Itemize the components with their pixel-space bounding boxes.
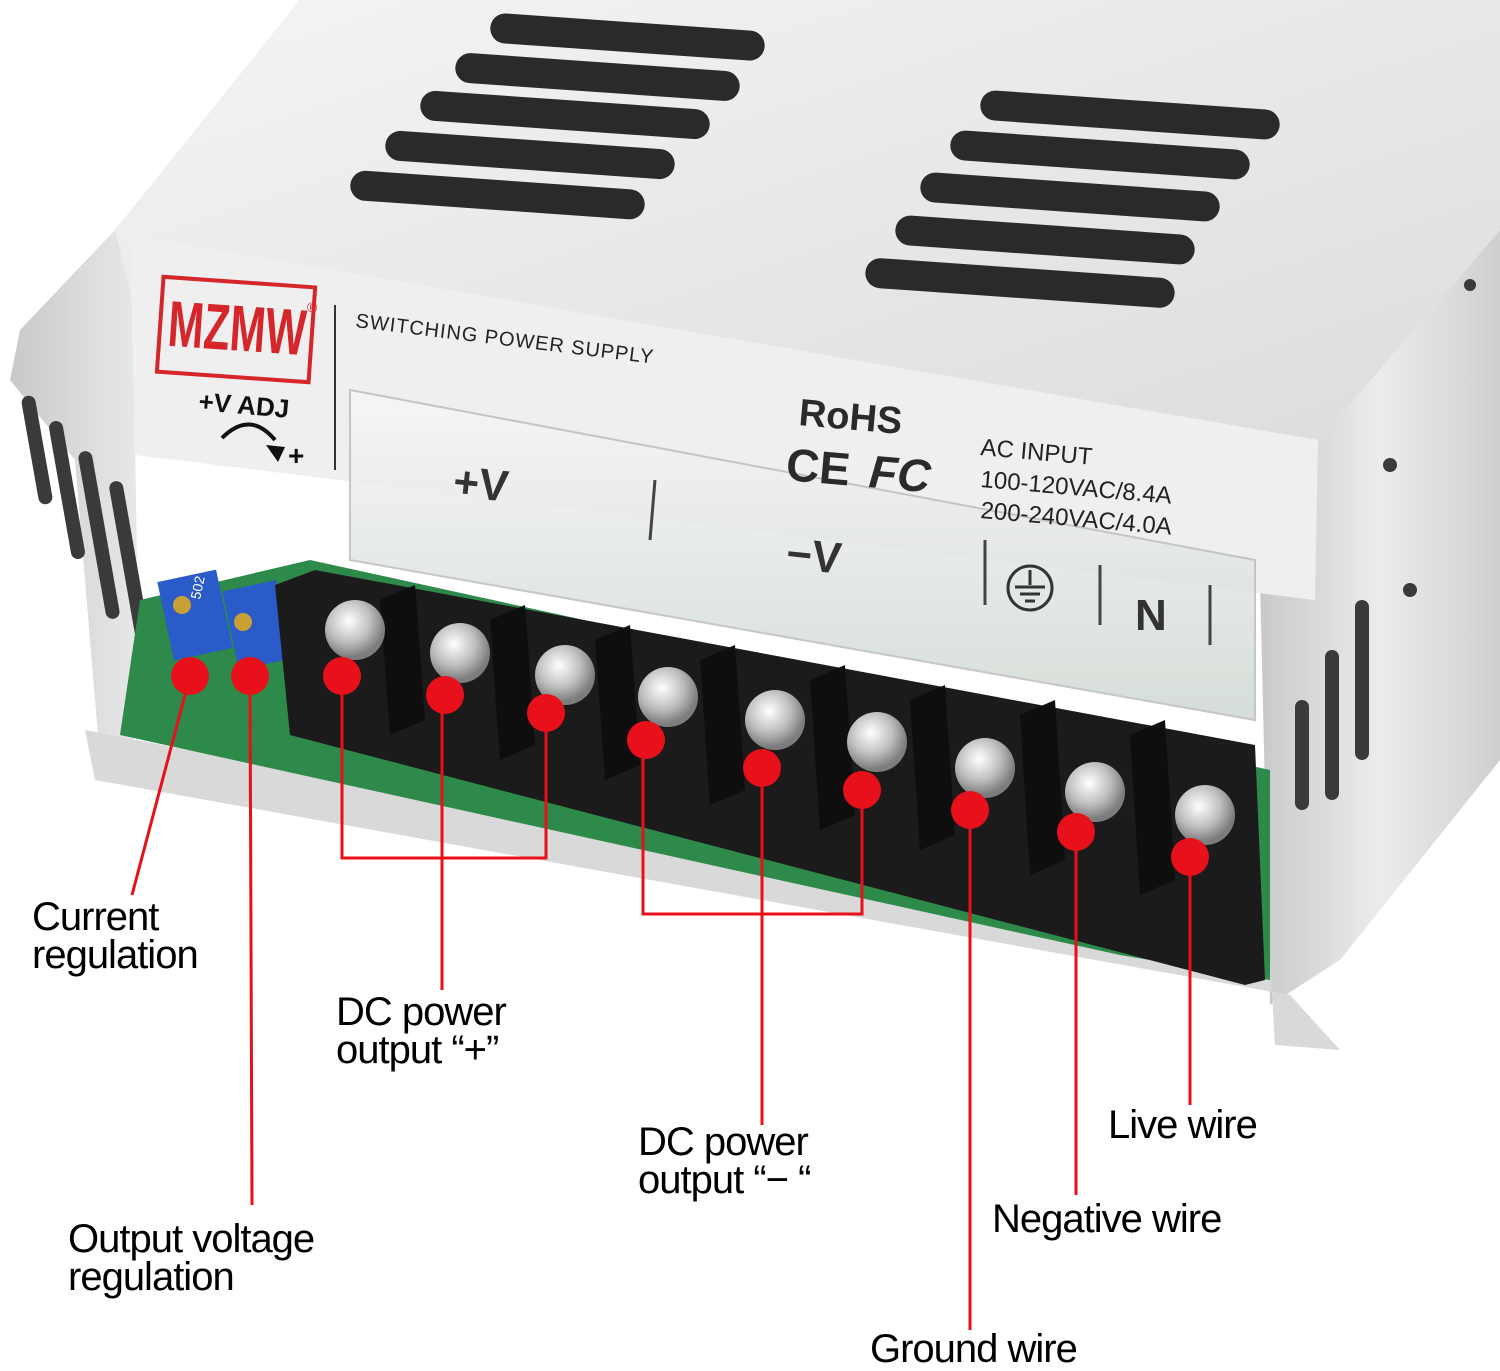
vent-slot — [865, 258, 1175, 308]
dot-plus-3 — [527, 694, 565, 732]
trimmer-voltage — [222, 580, 293, 670]
label-line: output “+” — [336, 1028, 499, 1072]
side-vent — [49, 420, 85, 560]
fcc-mark: FC — [867, 445, 933, 502]
label-line: regulation — [68, 1255, 235, 1299]
side-vents-right — [1295, 279, 1476, 810]
side-hole — [1403, 583, 1417, 597]
screw-8 — [1065, 762, 1125, 822]
callout-lines — [130, 675, 1192, 1330]
ground-symbol-icon — [1006, 564, 1054, 612]
label-current-regulation: Current regulation — [32, 895, 199, 977]
cover-divider — [648, 479, 657, 541]
dot-voltage — [231, 657, 269, 695]
label-negative-wire: Negative wire — [992, 1197, 1222, 1241]
label-output-voltage-regulation: Output voltage regulation — [68, 1217, 315, 1299]
screw-7 — [955, 738, 1015, 798]
trimmer-current-text: 502 — [187, 574, 208, 600]
rohs-mark: RoHS — [797, 392, 904, 443]
side-hole — [1383, 458, 1397, 472]
side-hole — [1464, 279, 1476, 291]
screw-3 — [535, 645, 595, 705]
adj-plus-sign: + — [288, 440, 304, 471]
screw-2 — [430, 623, 490, 683]
label-line: Ground wire — [870, 1327, 1078, 1371]
vent-slot — [385, 130, 675, 180]
vent-slot — [490, 13, 765, 61]
trimmer-screw — [173, 596, 191, 614]
side-vent — [109, 481, 149, 639]
trimmer-current: 502 — [157, 569, 233, 661]
dot-minus-2 — [743, 749, 781, 787]
trimmer-screw — [234, 613, 252, 631]
vent-slots-left — [350, 13, 765, 220]
dot-live — [1171, 838, 1209, 876]
vent-slot — [455, 53, 740, 101]
screw-5 — [745, 690, 805, 750]
screw-4 — [638, 667, 698, 727]
side-vent — [1325, 650, 1339, 800]
label-line: regulation — [32, 933, 199, 977]
brand-logo: MZMW ® — [154, 274, 318, 385]
label-line: Live wire — [1108, 1103, 1258, 1147]
dot-ground — [951, 791, 989, 829]
terminal-n-label: N — [1135, 591, 1167, 640]
dot-plus-1 — [323, 657, 361, 695]
side-vent — [1295, 700, 1309, 810]
label-live-wire: Live wire — [1108, 1103, 1258, 1147]
side-vent — [78, 451, 120, 619]
callout-bracket-minus — [641, 740, 864, 916]
label-line: Current — [32, 895, 159, 939]
adj-arrowhead-icon — [266, 445, 285, 462]
side-vent — [1355, 600, 1369, 760]
logo-box — [154, 274, 318, 385]
side-vents-left — [21, 395, 149, 639]
callout-line-current — [130, 675, 192, 896]
callout-bracket-plus — [340, 676, 548, 860]
dot-minus-1 — [627, 721, 665, 759]
case-bottom-rim — [85, 730, 1340, 1050]
screw-1 — [325, 600, 385, 660]
screw-9 — [1175, 785, 1235, 845]
vent-slot — [895, 215, 1195, 265]
label-dc-output-plus: DC power output “+” — [336, 990, 507, 1072]
terminal-separators — [380, 585, 1175, 895]
ce-mark: CE — [784, 438, 852, 495]
label-line: output “− “ — [638, 1158, 811, 1202]
label-ground-wire: Ground wire — [870, 1327, 1078, 1371]
vent-slots-right — [865, 90, 1280, 308]
screw-6 — [847, 712, 907, 772]
adj-arrow-icon — [220, 422, 277, 442]
vent-slot — [350, 170, 645, 220]
dot-minus-3 — [843, 771, 881, 809]
callout-dots — [171, 657, 1209, 876]
terminal-screws — [325, 600, 1235, 845]
logo-registered-mark: ® — [307, 299, 318, 315]
logo-text: MZMW — [166, 287, 309, 369]
case-right-side — [1260, 230, 1500, 1005]
vent-slot — [920, 172, 1220, 222]
label-line: DC power — [638, 1120, 809, 1164]
dot-plus-2 — [426, 676, 464, 714]
dot-current — [171, 657, 209, 695]
terminal-cover — [349, 388, 1256, 722]
label-line: Negative wire — [992, 1197, 1222, 1241]
dot-negative — [1057, 813, 1095, 851]
terminal-plus-label: +V — [451, 457, 512, 512]
label-dc-output-minus: DC power output “− “ — [638, 1120, 811, 1202]
label-line: Output voltage — [68, 1217, 315, 1261]
terminal-minus-label: −V — [784, 529, 845, 584]
vent-slot — [950, 130, 1250, 180]
vent-slot — [980, 90, 1280, 140]
case-front-panel — [130, 235, 1318, 600]
vent-slot — [420, 90, 710, 140]
label-line: DC power — [336, 990, 507, 1034]
side-vent — [21, 395, 53, 505]
callout-line-voltage — [248, 675, 254, 1206]
